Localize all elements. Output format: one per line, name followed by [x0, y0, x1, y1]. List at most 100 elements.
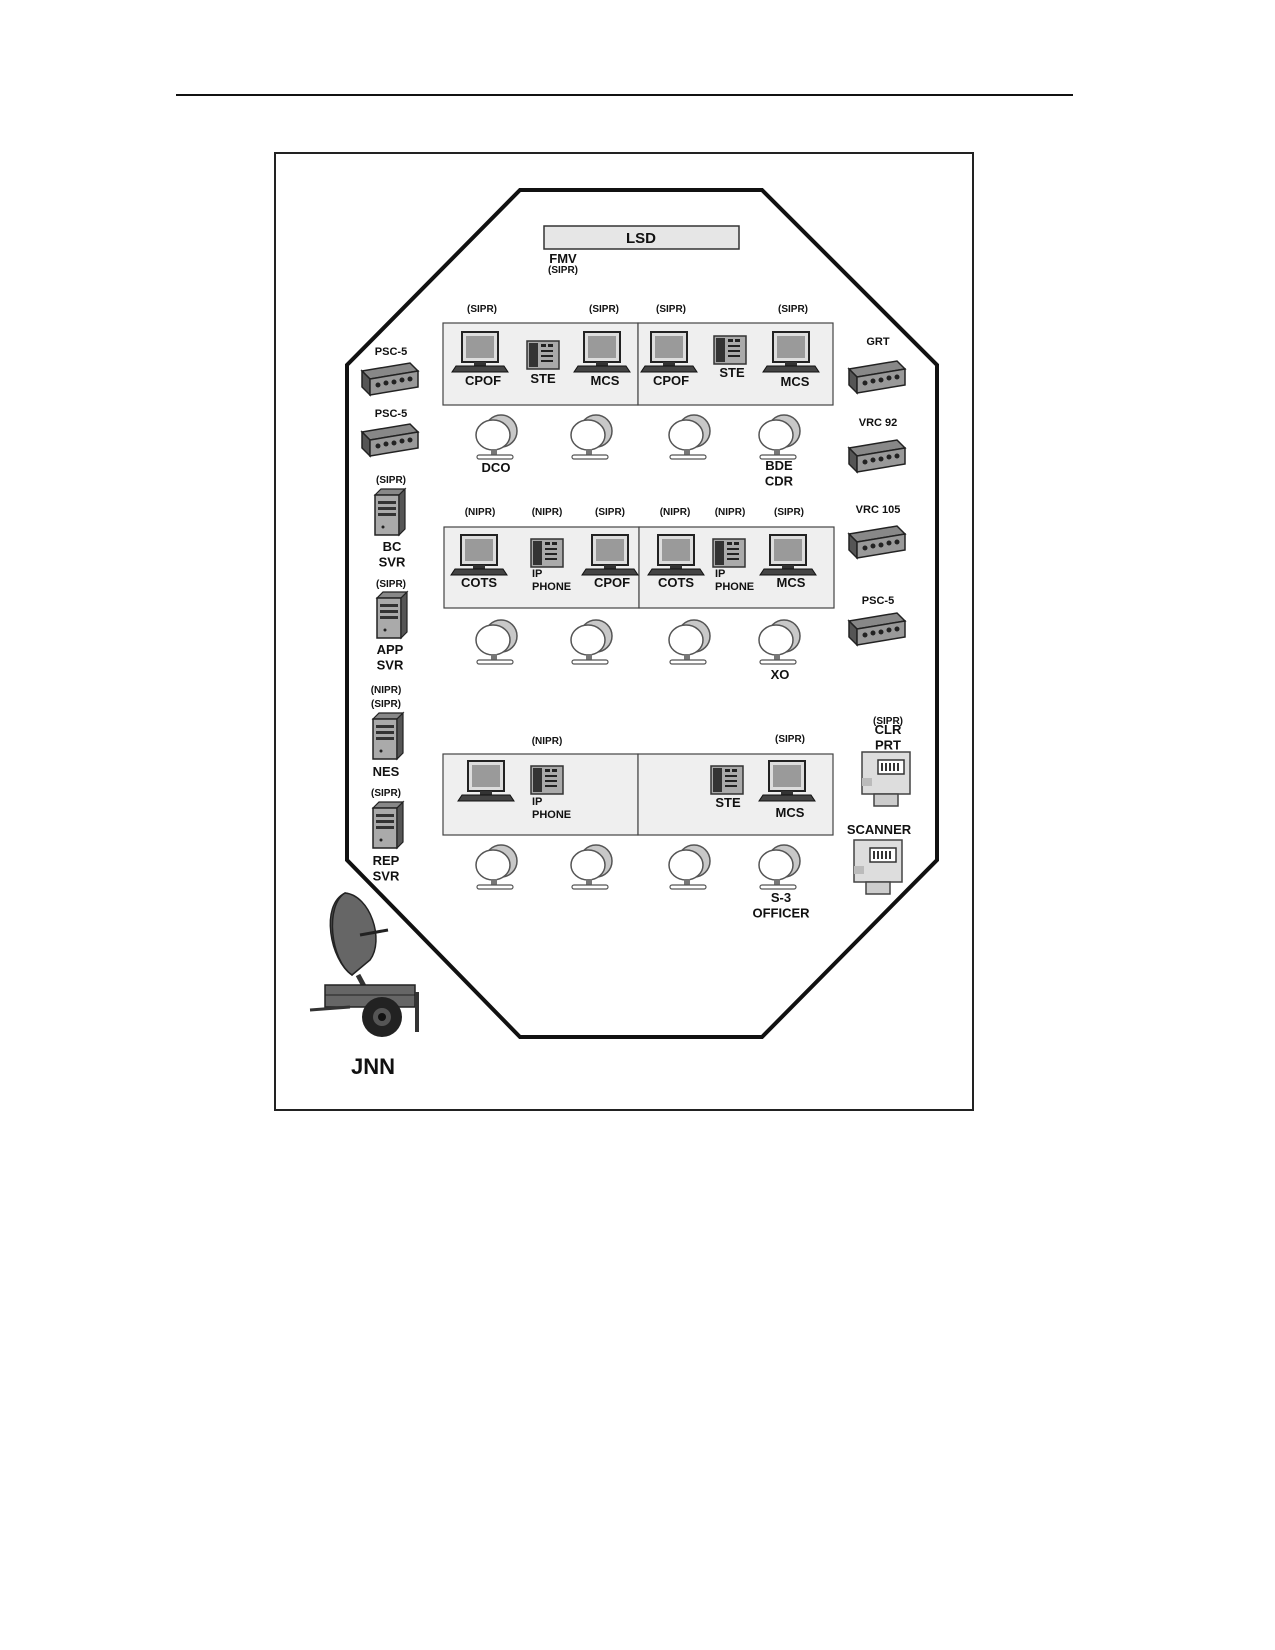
chair-icon — [758, 844, 801, 890]
row2-net: (NIPR) — [660, 507, 691, 518]
label-line: S-3 — [771, 890, 791, 905]
row2-net: (SIPR) — [595, 507, 625, 518]
vrc92-label: VRC 92 — [859, 417, 898, 429]
radio-icon — [361, 362, 419, 396]
chair-icon — [570, 619, 613, 665]
row3-net: (SIPR) — [775, 734, 805, 745]
device-label: COTS — [461, 575, 497, 590]
server-icon — [374, 488, 406, 536]
server-icon — [376, 591, 408, 639]
label-line: REP — [373, 853, 400, 868]
psc5-right-label: PSC-5 — [862, 595, 894, 607]
seat-label-xo: XO — [771, 667, 790, 682]
printer-icon — [861, 751, 911, 807]
jnn-satellite-icon — [309, 891, 419, 1037]
row2-net: (NIPR) — [465, 507, 496, 518]
label-line: APP — [377, 642, 404, 657]
server-icon — [372, 712, 404, 760]
nes-label: NES — [373, 764, 400, 779]
chair-icon — [758, 619, 801, 665]
scanner-label: SCANNER — [847, 822, 912, 837]
nes-net-1: (NIPR) — [371, 685, 402, 696]
lsd-screen — [543, 225, 740, 250]
vrc105-label: VRC 105 — [856, 504, 901, 516]
lsd-label: LSD — [626, 230, 656, 247]
row2-net: (NIPR) — [715, 507, 746, 518]
chair-icon — [758, 414, 801, 460]
row2-net: (NIPR) — [532, 507, 563, 518]
nes-net-2: (SIPR) — [371, 699, 401, 710]
row3-net: (NIPR) — [532, 736, 563, 747]
chair-icon — [475, 844, 518, 890]
label-line: IP — [715, 568, 725, 580]
device-label: STE — [719, 365, 745, 380]
device-label: STE — [530, 371, 556, 386]
device-label: MCS — [776, 805, 805, 820]
radio-icon — [848, 439, 906, 473]
label-line: PHONE — [715, 581, 754, 593]
grt-label: GRT — [866, 336, 890, 348]
scanner-icon — [853, 839, 903, 895]
fmv-net: (SIPR) — [548, 265, 578, 276]
printer-net: (SIPR) — [873, 716, 903, 727]
label-line: SVR — [377, 658, 404, 673]
label-line: BDE — [765, 458, 793, 473]
chair-icon — [570, 844, 613, 890]
chair-icon — [668, 619, 711, 665]
chair-icon — [668, 844, 711, 890]
row2-net: (SIPR) — [774, 507, 804, 518]
label-line: PHONE — [532, 581, 571, 593]
phone-icon — [526, 340, 560, 370]
phone-icon — [712, 538, 746, 568]
device-label: MCS — [777, 575, 806, 590]
label-line: CLR — [875, 722, 902, 737]
device-label: CPOF — [594, 575, 630, 590]
label-line: IP — [532, 568, 542, 580]
phone-icon — [710, 765, 744, 795]
device-label: MCS — [781, 374, 810, 389]
row1-net: (SIPR) — [778, 304, 808, 315]
tent-outline — [345, 188, 939, 1039]
device-label: STE — [715, 795, 741, 810]
chair-icon — [668, 414, 711, 460]
row1-net: (SIPR) — [589, 304, 619, 315]
radio-icon — [848, 525, 906, 559]
phone-icon — [713, 335, 747, 365]
label-line: CDR — [765, 474, 794, 489]
device-label: CPOF — [465, 373, 501, 388]
chair-icon — [475, 619, 518, 665]
device-label: CPOF — [653, 373, 689, 388]
left-psc5b-label: PSC-5 — [375, 408, 407, 420]
label-line: OFFICER — [752, 906, 810, 921]
label-line: BC — [383, 539, 402, 554]
left-psc5a-label: PSC-5 — [375, 346, 407, 358]
label-line: PRT — [875, 738, 901, 753]
figure-frame — [274, 152, 974, 1111]
radio-icon — [361, 423, 419, 457]
radio-icon — [848, 360, 906, 394]
seat-label-dco: DCO — [482, 460, 511, 475]
phone-icon — [530, 765, 564, 795]
rep-net: (SIPR) — [371, 788, 401, 799]
row1-net: (SIPR) — [656, 304, 686, 315]
fmv-label: FMV — [549, 251, 577, 266]
row1-net: (SIPR) — [467, 304, 497, 315]
chair-icon — [570, 414, 613, 460]
bc-net: (SIPR) — [376, 475, 406, 486]
label-line: IP — [532, 796, 542, 808]
label-line: SVR — [373, 869, 400, 884]
device-label: MCS — [591, 373, 620, 388]
